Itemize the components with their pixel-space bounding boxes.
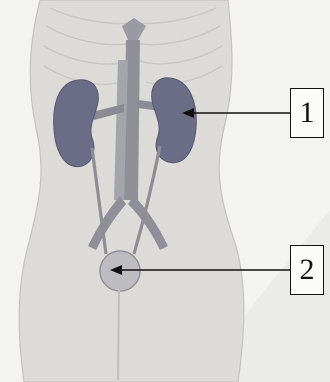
label-1-text: 1: [300, 98, 315, 128]
label-box-1: 1: [290, 88, 324, 138]
urethra: [118, 290, 119, 380]
label-box-2: 2: [290, 245, 324, 295]
label-2-text: 2: [300, 255, 315, 285]
